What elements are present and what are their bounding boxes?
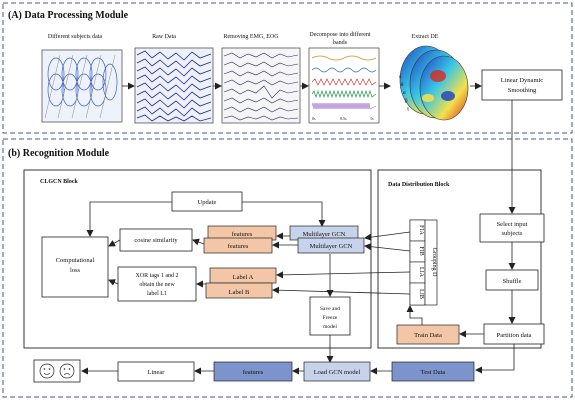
test-features-box	[213, 361, 293, 382]
train-data-label: Train Data	[414, 332, 442, 339]
group-lia: LIA	[409, 261, 426, 284]
test-features-label: features	[243, 369, 264, 376]
step-label-decompose: Decompose into different	[309, 31, 371, 38]
cosine-similarity-label: cosine similarity	[134, 237, 178, 244]
step-label-subjects: Different subjects data	[48, 33, 103, 40]
xor-box	[117, 266, 197, 302]
save-freeze-box	[309, 296, 351, 336]
module-b-frame	[2, 138, 573, 398]
step-label-extract: Extract DE	[412, 34, 439, 40]
save-freeze-line3: model	[323, 324, 337, 330]
test-data-label: Test Data	[421, 369, 446, 376]
clgcn-block-title: CLGCN Block	[40, 179, 79, 185]
topo-theta: θ	[401, 83, 404, 88]
de-topomap-image: δ θ α β γ	[399, 45, 469, 121]
topo-beta: β	[405, 99, 408, 104]
emotion-faces-output	[33, 359, 81, 383]
svg-text:FIB: FIB	[418, 246, 424, 255]
smoothing-label-line1: Linear Dynamic	[501, 77, 544, 84]
save-freeze-line1: Save and	[320, 306, 340, 312]
band-tick-0: 0s	[312, 116, 316, 121]
group-lib: LIB	[409, 282, 426, 306]
label-b-box	[205, 282, 273, 299]
grouping-d-label: Grouping D	[431, 248, 437, 277]
group-fib: FIB	[409, 240, 426, 263]
grouping-d-box	[424, 219, 438, 306]
select-input-line2: subjects	[502, 230, 523, 237]
xor-label-line1: XOR tags 1 and 2	[136, 273, 179, 279]
multilayer-gcn-label-2: Multilayer GCN	[310, 243, 353, 250]
loss-label-line2: loss	[70, 267, 81, 274]
data-distribution-block-frame	[377, 169, 542, 349]
band-tick-2: 1s	[370, 116, 374, 121]
features-label-2: features	[228, 243, 249, 250]
step-label-bands: bands	[333, 40, 348, 46]
topo-gamma: γ	[407, 107, 410, 112]
group-fia: FIA	[409, 219, 426, 242]
raw-data-image	[134, 47, 214, 124]
select-input-line1: Select input	[497, 221, 528, 228]
shuffle-label: Shuffle	[502, 278, 521, 285]
partition-data-label: Partition data	[497, 332, 532, 339]
removing-artifacts-image	[221, 47, 301, 124]
multilayer-gcn-box-2	[297, 237, 365, 254]
xor-label-line2: obtain the new	[139, 282, 175, 288]
svg-text:FIA: FIA	[418, 225, 424, 235]
features-label-1: features	[232, 231, 253, 238]
step-label-raw: Raw Data	[152, 34, 176, 40]
xor-label-line3: label L1	[147, 291, 167, 297]
label-a-text: Label A	[233, 274, 254, 281]
test-data-box	[391, 361, 475, 382]
loss-label-line1: Computational	[56, 257, 95, 264]
select-input-box	[479, 213, 545, 243]
label-b-text: Label B	[229, 289, 250, 296]
arrow-update-to-gcn	[242, 201, 326, 227]
sad-face-icon	[59, 363, 75, 379]
update-box	[171, 191, 243, 212]
band-decomposition-image: 0s 0.5s 1s	[308, 47, 380, 124]
linear-dynamic-smoothing-box	[481, 69, 563, 101]
svg-text:LIA: LIA	[418, 267, 424, 278]
load-gcn-model-label: Load GCN model	[314, 369, 361, 376]
load-gcn-model-box	[303, 361, 371, 382]
multilayer-gcn-label-1: Multilayer GCN	[303, 231, 346, 238]
save-freeze-line2: Freeze	[323, 315, 338, 321]
data-distribution-block-title: Data Distribution Block	[388, 182, 450, 188]
happy-face-icon	[39, 363, 55, 379]
train-data-box	[396, 324, 460, 345]
module-b-title: (b) Recognition Module	[8, 148, 110, 159]
linear-label: Linear	[148, 369, 166, 376]
band-tick-1: 0.5s	[340, 116, 347, 121]
module-a-frame	[2, 2, 573, 134]
update-label: Update	[198, 199, 217, 206]
computational-loss-box	[41, 236, 109, 298]
topo-delta: δ	[399, 75, 402, 80]
module-a-title: (A) Data Processing Module	[8, 10, 129, 21]
smoothing-label-line2: Smoothing	[508, 87, 537, 94]
clgcn-block-frame	[23, 169, 372, 349]
svg-text:LIB: LIB	[418, 289, 424, 299]
subjects-data-image	[41, 49, 123, 123]
arrow-loss-to-update	[86, 201, 172, 237]
step-label-removing: Removing EMG, EOG	[223, 34, 279, 40]
linear-box	[117, 361, 195, 382]
topo-alpha: α	[403, 91, 406, 96]
